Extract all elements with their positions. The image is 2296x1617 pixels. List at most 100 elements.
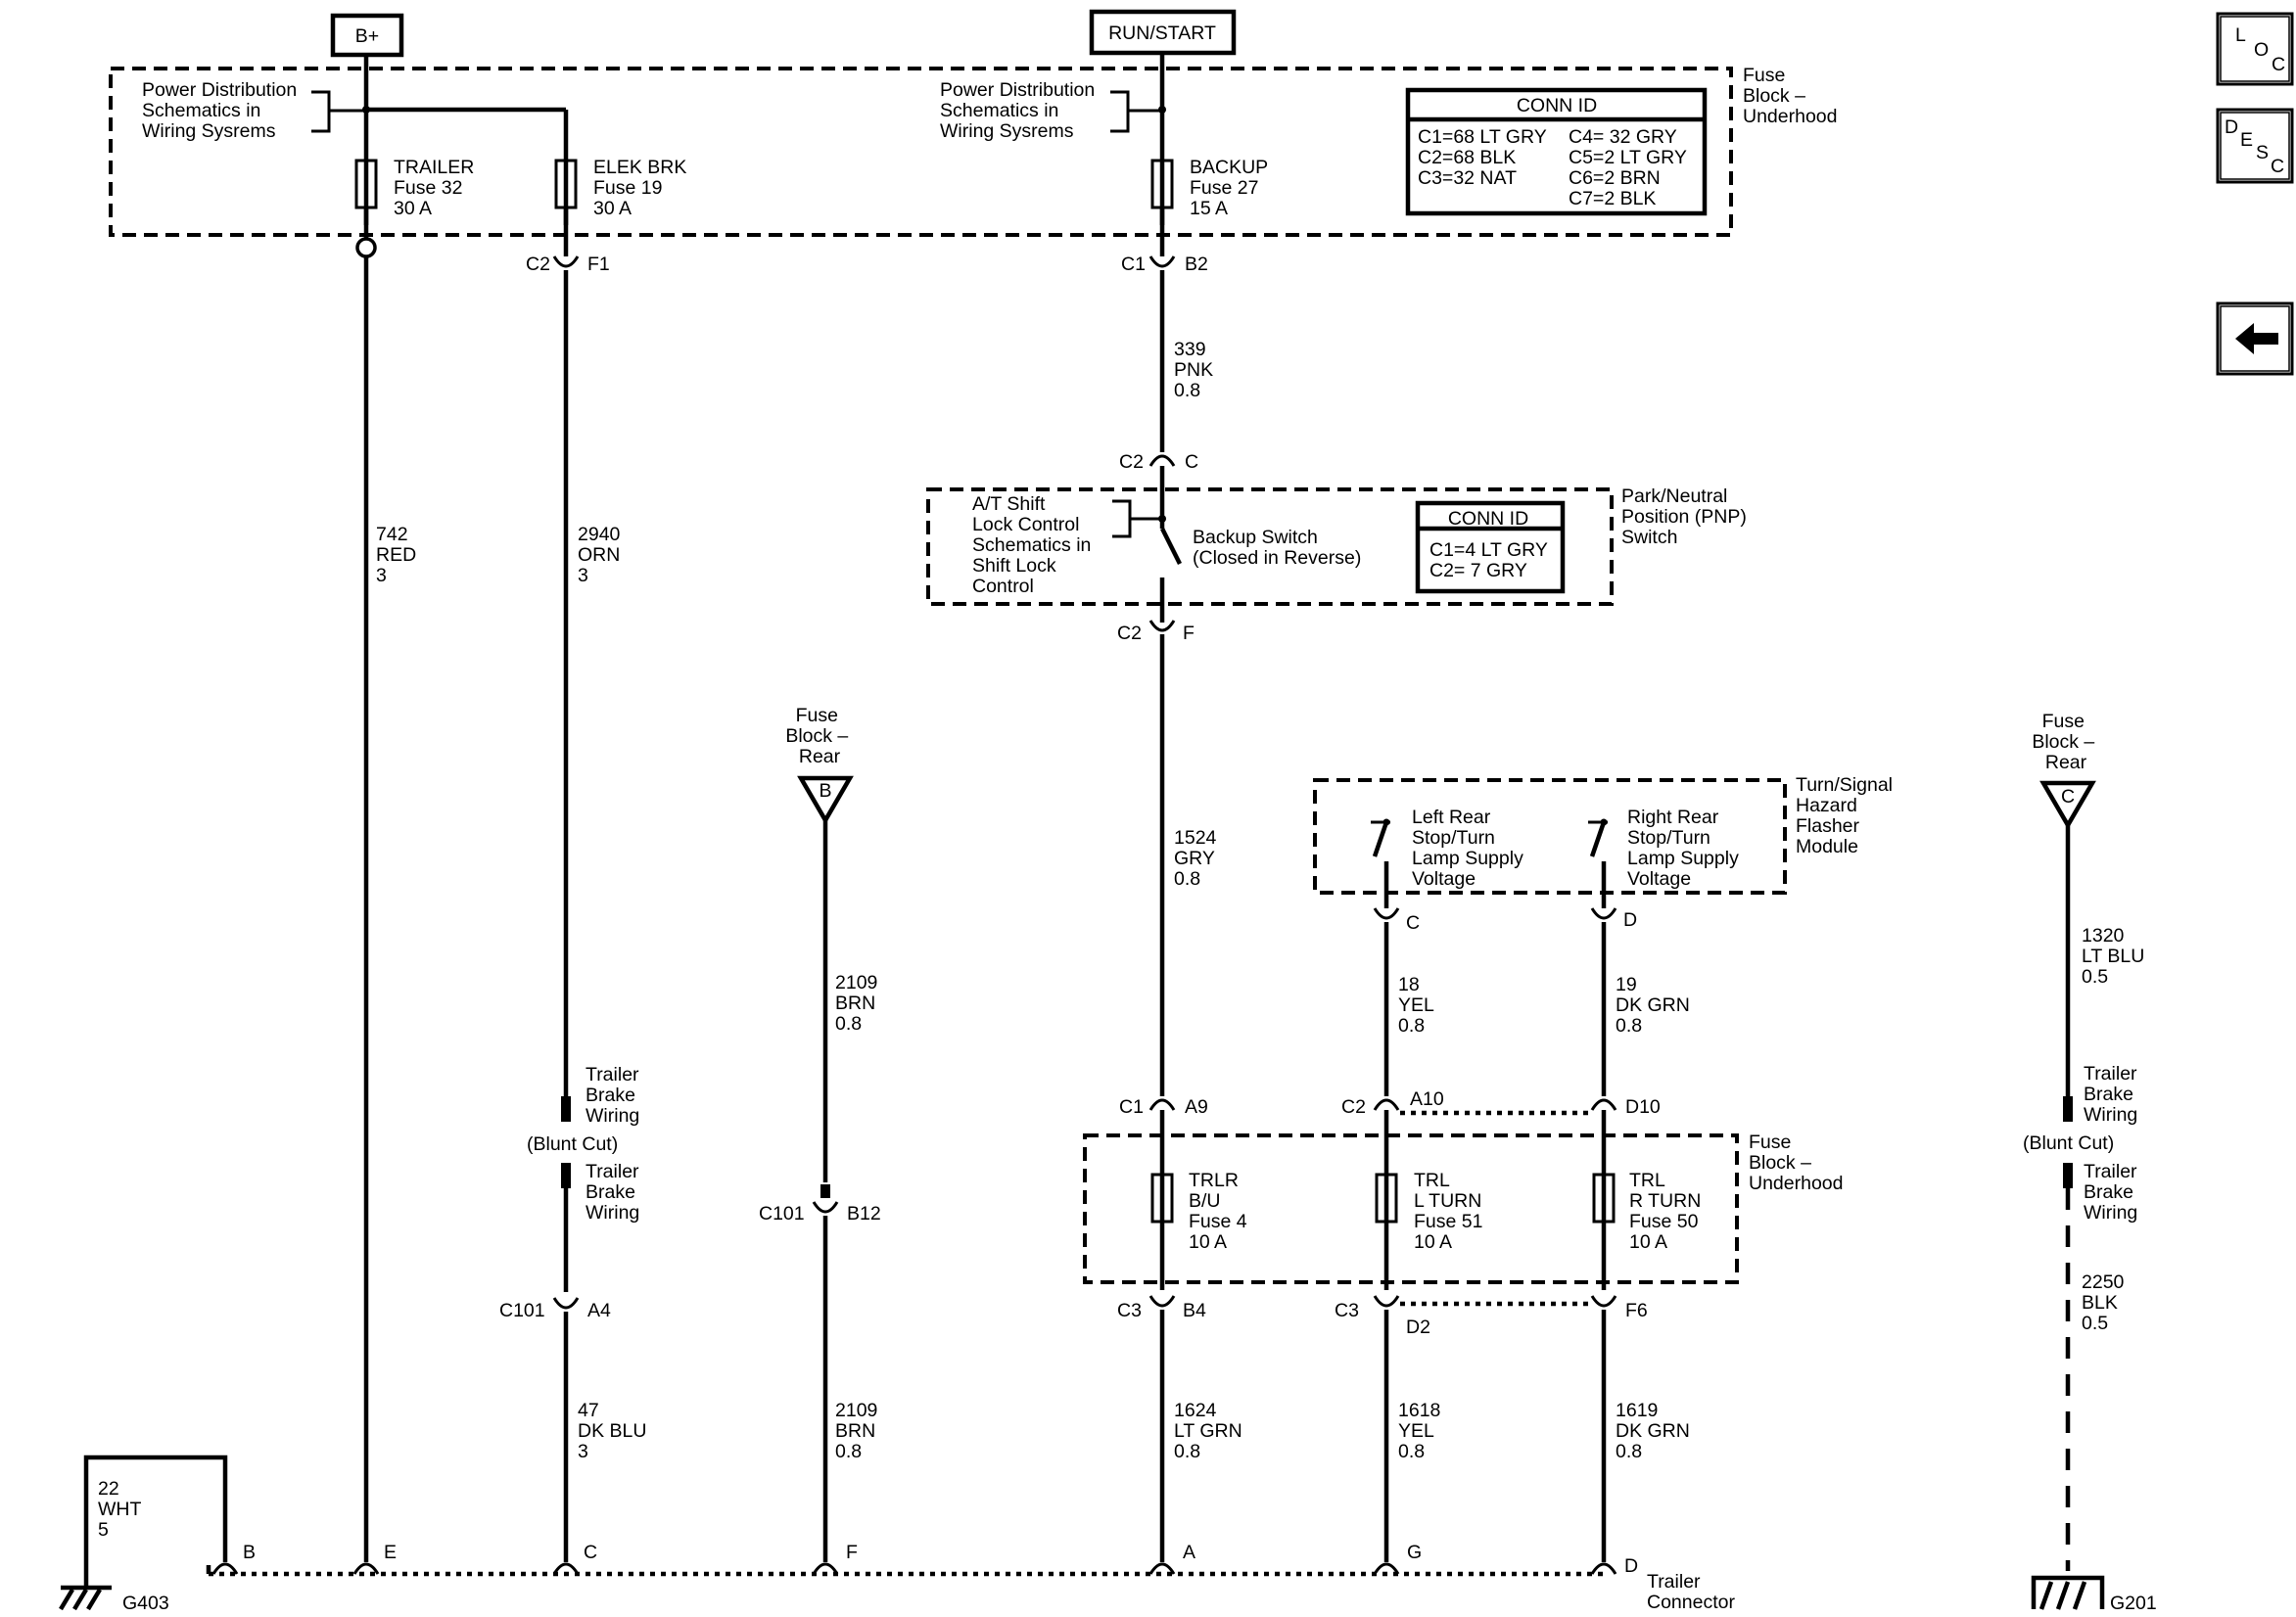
- backup-switch-contact: [1159, 527, 1183, 566]
- conn-d2: D2: [1406, 1317, 1430, 1338]
- loc-letter-c: C: [2272, 54, 2285, 75]
- runstart-label: RUN/START: [1108, 23, 1216, 44]
- pin-g: [1373, 1562, 1400, 1575]
- trailer-connector-label: Trailer Connector: [1647, 1571, 1735, 1613]
- conn-c3-b4: C3: [1117, 1300, 1142, 1321]
- atshift-reference: A/T Shift Lock Control Schematics in Shi…: [972, 493, 1097, 597]
- trailer-brake-wiring-lower-label: Trailer Brake Wiring: [586, 1161, 644, 1224]
- conn-c2-a10: C2: [1341, 1096, 1366, 1118]
- fuse-block-rear-c-ref: [2039, 780, 2096, 830]
- hazard-right-label: Right Rear Stop/Turn Lamp Supply Voltage: [1627, 807, 1744, 890]
- conn-b4: B4: [1183, 1300, 1206, 1321]
- pin-a-label: A: [1183, 1542, 1195, 1563]
- back-button[interactable]: [2216, 301, 2294, 376]
- fuse-block-underhood-bottom-label: Fuse Block – Underhood: [1749, 1132, 1844, 1194]
- wire-47-label: 47 DK BLU 3: [578, 1400, 652, 1462]
- pin-e-label: E: [384, 1542, 397, 1563]
- fuse-block-underhood-bottom-boundary: [1083, 1133, 1739, 1284]
- desc-letter-d: D: [2225, 116, 2238, 138]
- conn-turn-d: D: [1623, 909, 1637, 931]
- conn-c101-a4-left: C101: [499, 1300, 545, 1321]
- wire-2250-label: 2250 BLK 0.5: [2082, 1271, 2130, 1334]
- conn-id-pnp-values: C1=4 LT GRY C2= 7 GRY: [1429, 539, 1553, 581]
- pnp-switch-boundary: [926, 487, 1614, 606]
- pds-mid-reference: Power Distribution Schematics in Wiring …: [940, 79, 1101, 142]
- desc-button[interactable]: D E S C: [2216, 108, 2294, 184]
- wire-2109-upper-label: 2109 BRN 0.8: [835, 972, 883, 1035]
- wire-19-label: 19 DK GRN 0.8: [1616, 974, 1695, 1037]
- desc-letter-s: S: [2256, 142, 2269, 163]
- conn-id-top-left: C1=68 LT GRY C2=68 BLK C3=32 NAT: [1418, 126, 1552, 189]
- loc-letter-o: O: [2254, 39, 2269, 61]
- elekbrk-fuse-label: ELEK BRK Fuse 19 30 A: [593, 157, 692, 219]
- wire-1618-label: 1618 YEL 0.8: [1398, 1400, 1446, 1462]
- pin-e: [352, 1562, 380, 1575]
- right-rear-lamp-switch: [1589, 821, 1607, 857]
- conn-c1: C1: [1121, 254, 1146, 275]
- conn-f: F: [1183, 623, 1195, 644]
- conn-turn-c: C: [1406, 912, 1420, 934]
- desc-letter-c: C: [2271, 156, 2284, 177]
- pin-f: [812, 1562, 839, 1575]
- wire-1320-label: 1320 LT BLU 0.5: [2082, 925, 2150, 988]
- desc-letter-e: E: [2240, 129, 2253, 151]
- fuse-block-underhood-top-label: Fuse Block – Underhood: [1743, 65, 1838, 127]
- conn-c2-f: C2: [1117, 623, 1142, 644]
- hazard-flasher-module-boundary: [1313, 778, 1787, 895]
- wire-22-label: 22 WHT 5: [98, 1478, 146, 1541]
- bplus-splice-terminal: [355, 237, 377, 258]
- left-rear-lamp-switch: [1372, 821, 1389, 857]
- g201-label: G201: [2110, 1593, 2157, 1614]
- conn-b12: B12: [847, 1203, 881, 1224]
- hazard-flasher-module-label: Turn/Signal Hazard Flasher Module: [1796, 774, 1898, 857]
- conn-c2-f1-left: C2: [526, 254, 550, 275]
- pin-b: [211, 1562, 239, 1575]
- fuse-block-rear-b-label: Fuse Block – Rear: [785, 705, 853, 767]
- conn-c: C: [1185, 451, 1198, 473]
- pin-c-label: C: [584, 1542, 597, 1563]
- backup-fuse-label: BACKUP Fuse 27 15 A: [1190, 157, 1273, 219]
- conn-id-top-box: [1405, 87, 1708, 216]
- trailer-brake-wiring-right-upper-label: Trailer Brake Wiring: [2084, 1063, 2142, 1126]
- pin-f-label: F: [846, 1542, 858, 1563]
- fuse-block-rear-b-ref: [797, 775, 854, 825]
- hazard-left-label: Left Rear Stop/Turn Lamp Supply Voltage: [1412, 807, 1528, 890]
- conn-id-top-right: C4= 32 GRY C5=2 LT GRY C6=2 BRN C7=2 BLK: [1569, 126, 1692, 209]
- conn-c101-b12-left: C101: [759, 1203, 805, 1224]
- backup-switch-label: Backup Switch (Closed in Reverse): [1193, 527, 1361, 569]
- bplus-label: B+: [355, 25, 379, 47]
- conn-b2: B2: [1185, 254, 1208, 275]
- conn-d10: D10: [1625, 1096, 1661, 1118]
- pds-left-reference: Power Distribution Schematics in Wiring …: [142, 79, 303, 142]
- conn-a4: A4: [587, 1300, 611, 1321]
- wire-1524-label: 1524 GRY 0.8: [1174, 827, 1222, 890]
- conn-c3-d2: C3: [1335, 1300, 1359, 1321]
- loc-button[interactable]: L O C: [2216, 12, 2294, 86]
- pin-g-label: G: [1407, 1542, 1422, 1563]
- g201-ground-icon: [2031, 1575, 2105, 1609]
- wire-339-label: 339 PNK 0.8: [1174, 339, 1219, 401]
- conn-f6: F6: [1625, 1300, 1648, 1321]
- trl-rturn-fuse-label: TRL R TURN Fuse 50 10 A: [1629, 1170, 1707, 1253]
- blunt-cut-right-label: (Blunt Cut): [2023, 1132, 2114, 1154]
- conn-f1: F1: [587, 254, 610, 275]
- conn-id-pnp-box: [1415, 500, 1566, 594]
- trlr-bu-fuse-label: TRLR B/U Fuse 4 10 A: [1189, 1170, 1252, 1253]
- wire-22: [83, 1455, 228, 1586]
- left-arrow-icon: [2235, 323, 2278, 354]
- wire-2940-label: 2940 ORN 3: [578, 524, 626, 586]
- wire-1619-label: 1619 DK GRN 0.8: [1616, 1400, 1695, 1462]
- ref-b: B: [819, 780, 831, 802]
- blunt-cut-left-label: (Blunt Cut): [527, 1133, 618, 1155]
- conn-c2-c: C2: [1119, 451, 1144, 473]
- ref-c: C: [2061, 786, 2075, 808]
- pin-d-label: D: [1624, 1555, 1638, 1577]
- wire-1624-label: 1624 LT GRN 0.8: [1174, 1400, 1247, 1462]
- fuse-block-underhood-top-boundary: [109, 67, 1733, 237]
- conn-c1-a9: C1: [1119, 1096, 1144, 1118]
- conn-id-top-title: CONN ID: [1517, 95, 1597, 116]
- loc-letter-l: L: [2235, 24, 2246, 46]
- wire-2109-lower-label: 2109 BRN 0.8: [835, 1400, 883, 1462]
- conn-a10: A10: [1410, 1088, 1444, 1110]
